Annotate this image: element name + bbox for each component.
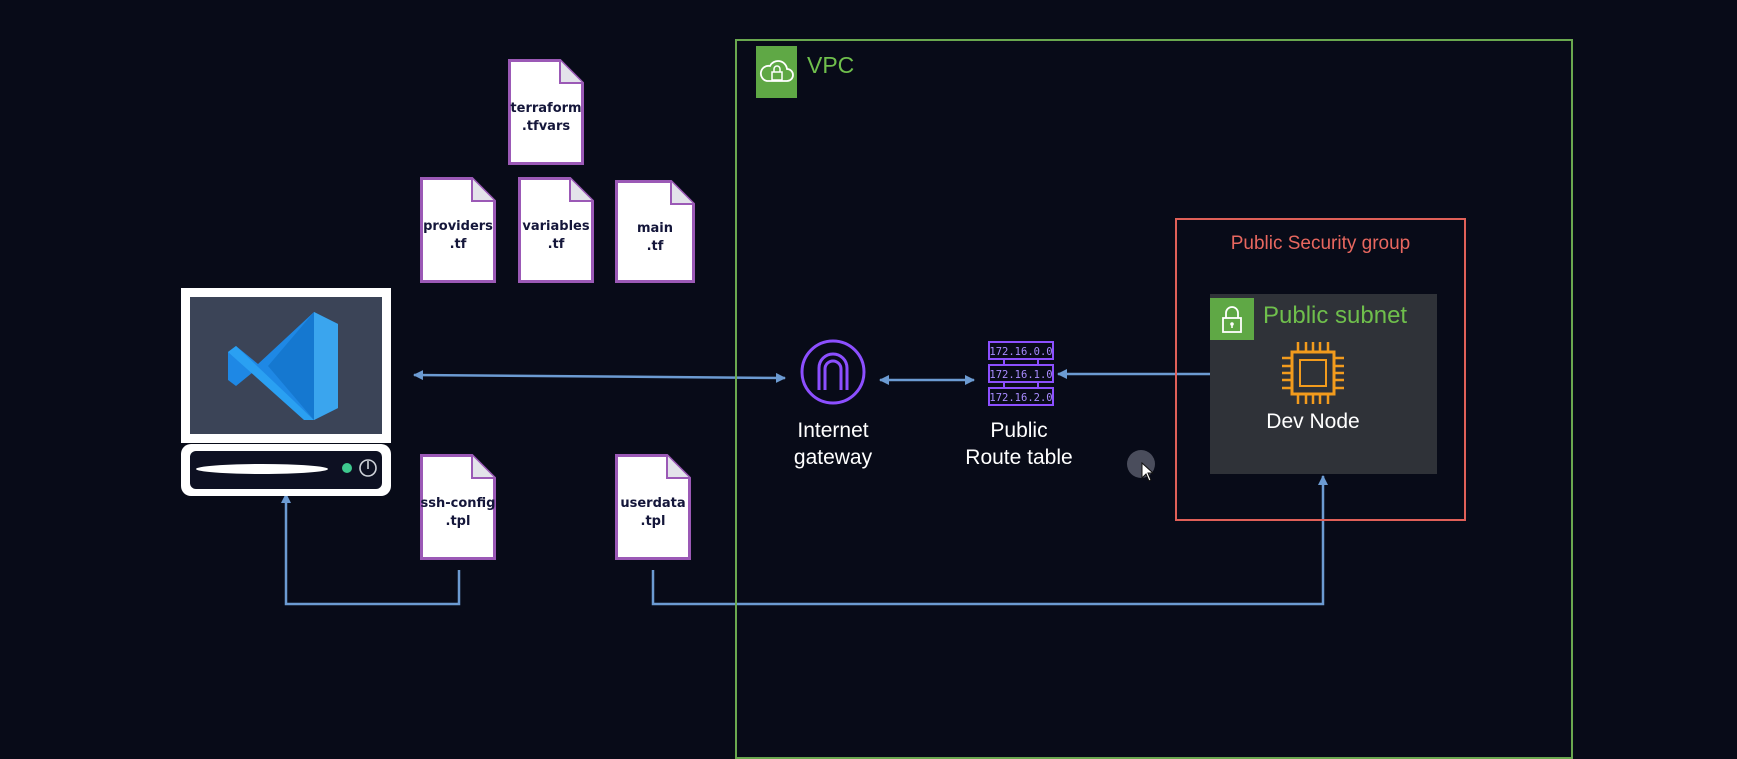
file-extension: .tpl <box>640 514 666 529</box>
internet-gateway-line2: gateway <box>793 446 873 469</box>
file-name: providers <box>423 219 493 234</box>
file-name: main <box>636 221 674 236</box>
monitor-vscode-icon <box>181 288 391 496</box>
file-terraform-tfvars: terraform .tfvars <box>508 59 584 165</box>
file-extension: .tf <box>646 239 664 254</box>
file-extension: .tf <box>449 237 467 252</box>
document-icon <box>420 177 496 283</box>
internet-gateway-label: Internet gateway <box>773 417 893 471</box>
document-icon <box>508 59 584 165</box>
file-extension: .tf <box>547 237 565 252</box>
security-group-boundary <box>1175 218 1466 521</box>
file-name: userdata <box>620 496 686 511</box>
file-main-tf: main .tf <box>615 180 695 283</box>
connector-userdata-devnode <box>651 475 1328 606</box>
connector-sshconfig-workstation <box>281 493 461 606</box>
internet-gateway-icon <box>799 338 867 406</box>
document-icon <box>615 180 695 283</box>
route-table-line2: Route table <box>965 446 1073 469</box>
vpc-label: VPC <box>807 52 855 78</box>
file-userdata-tpl: userdata .tpl <box>615 454 691 560</box>
workstation <box>180 288 392 500</box>
file-name: terraform <box>510 101 582 116</box>
file-variables-tf: variables .tf <box>518 177 594 283</box>
ec2-chip-icon <box>1280 340 1346 406</box>
route-table-icon: 172.16.0.0 172.16.1.0 172.16.2.0 <box>988 341 1054 407</box>
route-entry: 172.16.0.0 <box>989 346 1052 358</box>
cloud-lock-icon <box>756 46 797 98</box>
file-name: ssh-config <box>420 496 496 511</box>
padlock-icon <box>1210 298 1254 340</box>
document-icon <box>615 454 691 560</box>
file-ssh-config-tpl: ssh-config .tpl <box>420 454 496 560</box>
public-subnet-label: Public subnet <box>1263 302 1408 329</box>
route-entry: 172.16.1.0 <box>989 369 1052 381</box>
file-name: variables <box>522 219 590 234</box>
route-entry: 172.16.2.0 <box>989 392 1052 404</box>
connector-workstation-gateway <box>413 370 786 383</box>
dev-node-label: Dev Node <box>1266 410 1360 433</box>
route-table-line1: Public <box>990 419 1048 442</box>
file-extension: .tpl <box>445 514 471 529</box>
file-providers-tf: providers .tf <box>420 177 496 283</box>
mouse-cursor-icon <box>1141 462 1155 482</box>
route-table-label: Public Route table <box>948 417 1090 471</box>
document-icon <box>420 454 496 560</box>
file-extension: .tfvars <box>521 119 571 134</box>
document-icon <box>518 177 594 283</box>
internet-gateway-line1: Internet <box>797 419 869 442</box>
security-group-label: Public Security group <box>1230 233 1411 254</box>
